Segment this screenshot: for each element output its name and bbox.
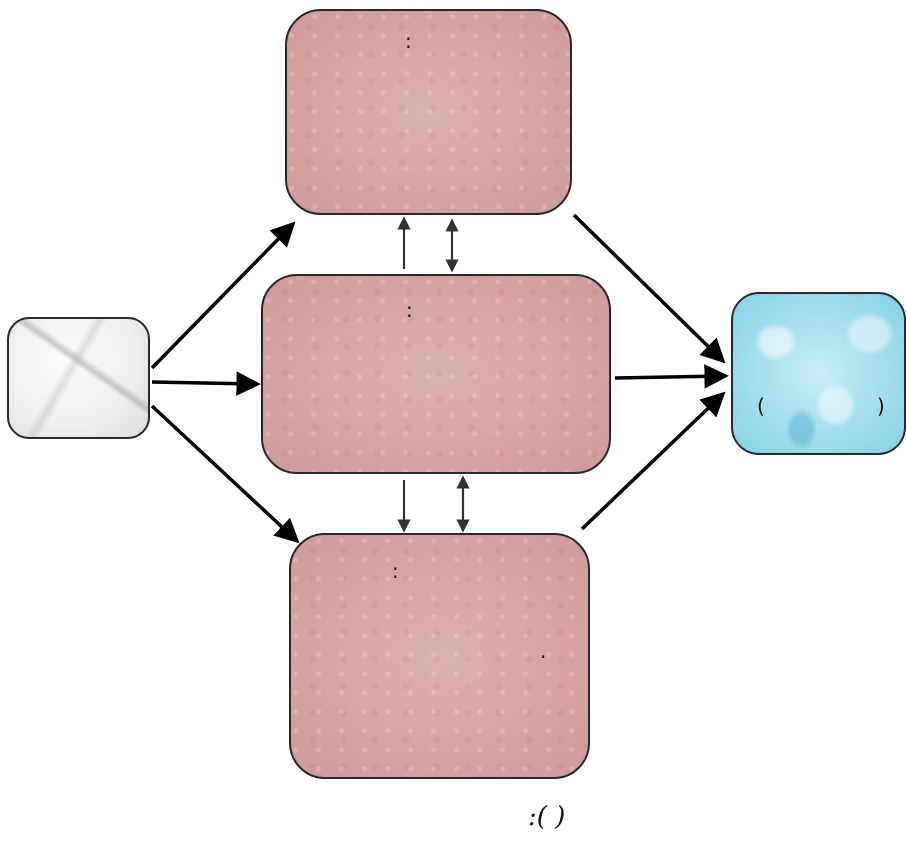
bottom-box: : . — [289, 533, 590, 779]
edge-source-to-top — [150, 221, 296, 370]
edge-bottom-to-target — [580, 391, 726, 531]
edge-source-to-middle — [151, 371, 261, 396]
bottom-box-mark-colon: : — [392, 559, 399, 583]
target-box-left-paren: ( — [757, 394, 765, 418]
bottom-box-mark-dot: . — [540, 639, 547, 663]
target-box-right-paren: ) — [877, 394, 885, 418]
top-box-mark: : — [405, 29, 412, 53]
caption: :( ) — [528, 802, 566, 832]
middle-box: : — [261, 274, 611, 474]
middle-box-mark: : — [406, 298, 413, 322]
edge-source-to-bottom — [150, 404, 300, 544]
top-box: : — [285, 9, 572, 215]
target-box: ( ) — [731, 292, 906, 455]
edge-middle-to-target — [614, 364, 729, 389]
edge-top-to-target — [572, 213, 726, 364]
source-box — [7, 317, 150, 439]
